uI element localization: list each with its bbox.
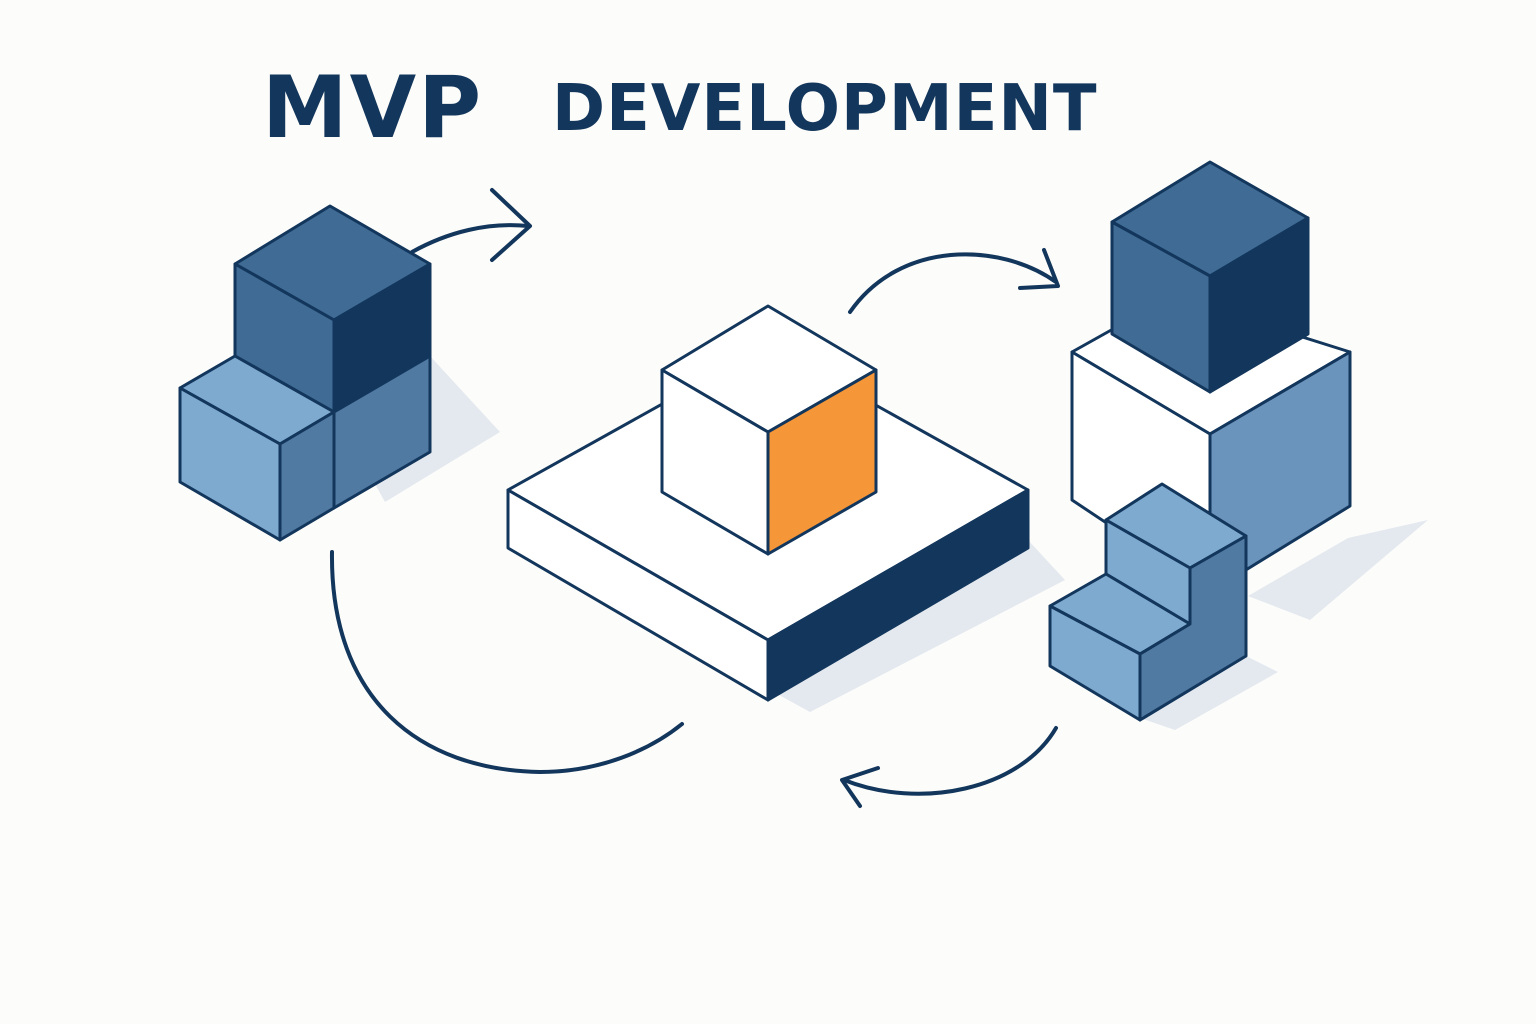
title-mvp: MVP [262,58,484,158]
stacked-blocks-icon [1048,160,1428,730]
platform-with-cube-icon [506,304,1065,712]
stacked-cubes-icon [178,204,500,542]
page-title: MVP DEVELOPMENT [0,58,1536,158]
cycle-arrow-icon [329,188,1060,808]
title-development: DEVELOPMENT [552,72,1098,146]
